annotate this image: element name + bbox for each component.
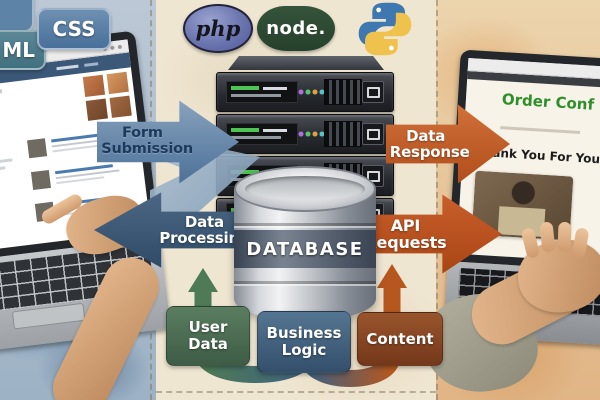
server-led-lights — [297, 89, 325, 95]
html-badge: ML — [0, 30, 46, 70]
server-window-icon — [362, 81, 385, 103]
list-item — [30, 157, 137, 193]
order-confirmation-title: Order Conf — [501, 90, 595, 114]
server-led-lights — [297, 131, 325, 137]
database-top — [234, 166, 376, 212]
server-rack-top — [228, 56, 384, 70]
api-requests-label: API Requests — [364, 215, 447, 252]
webpage-article-column — [0, 87, 32, 249]
python-logo-icon — [358, 2, 412, 56]
divider-line — [500, 126, 581, 134]
dashed-divider-bottom — [156, 391, 436, 393]
corner-badge — [0, 0, 34, 32]
php-logo: php — [183, 4, 253, 53]
server-label — [226, 81, 298, 103]
data-processing-label: Data Processing — [159, 212, 250, 247]
database-label: DATABASE — [234, 230, 376, 268]
right-hand-finger — [557, 221, 572, 253]
nodejs-logo: node. — [257, 6, 335, 51]
dashed-divider-right — [436, 0, 438, 400]
data-response-label: Data Response — [389, 126, 470, 161]
form-submission-label: Form Submission — [101, 125, 193, 157]
server-vents — [324, 79, 363, 105]
css-badge: CSS — [37, 8, 111, 50]
server-unit — [216, 114, 394, 154]
webpage-photo-grid — [82, 71, 132, 121]
server-vents — [324, 121, 363, 147]
server-label — [226, 123, 298, 145]
database-cylinder: DATABASE — [234, 166, 376, 326]
server-window-icon — [362, 123, 385, 145]
user-data-box: User Data — [166, 306, 250, 366]
server-unit — [216, 72, 394, 112]
content-box: Content — [357, 312, 443, 366]
business-logic-box: Business Logic — [257, 311, 351, 373]
